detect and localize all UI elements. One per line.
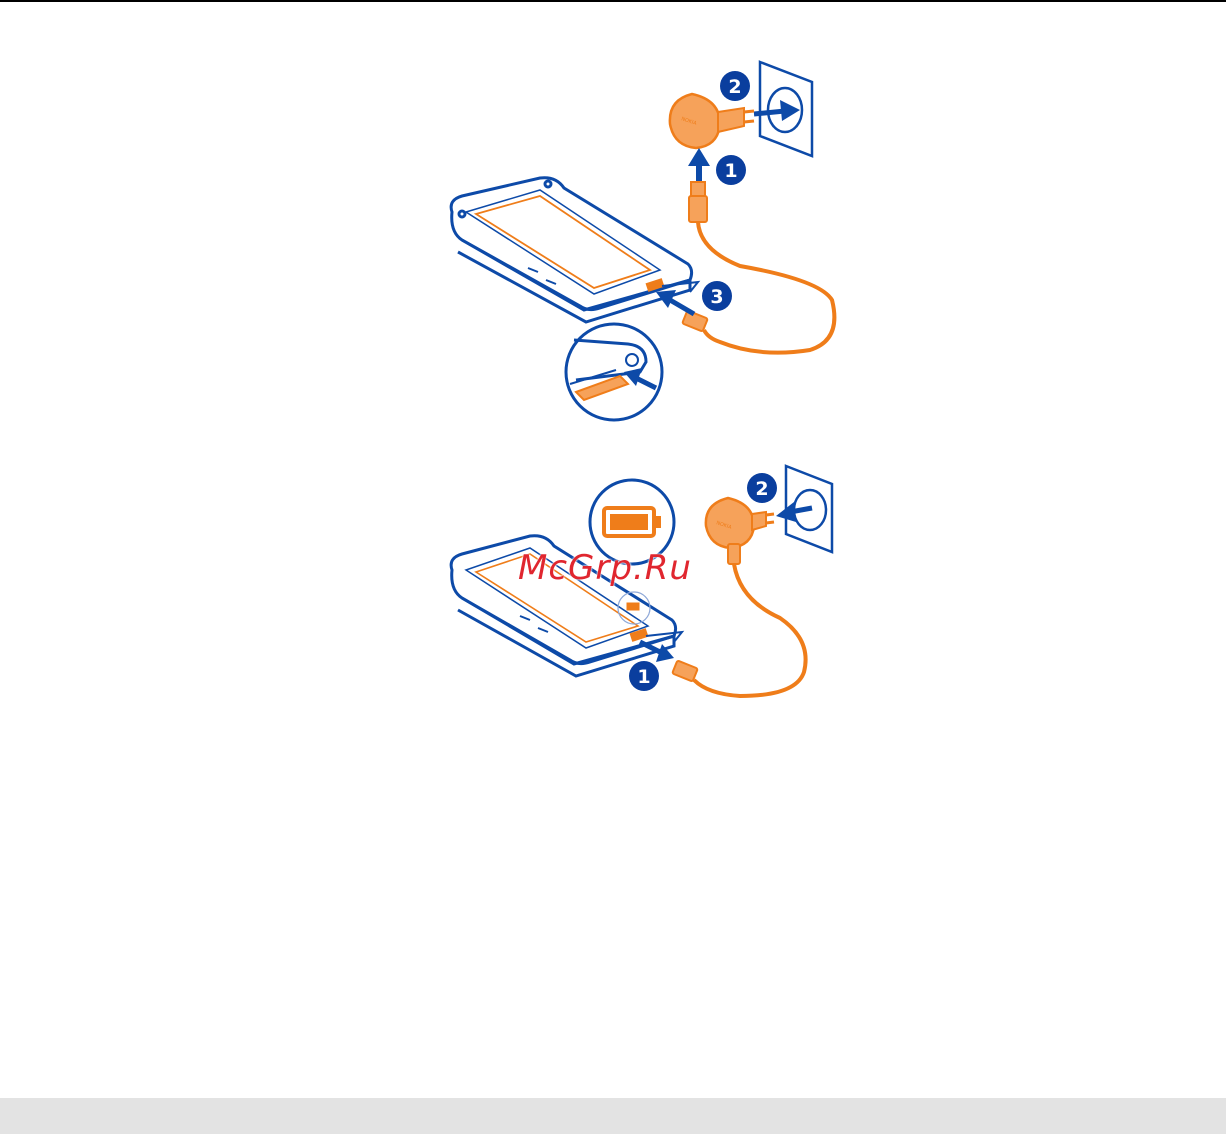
step-badge-1: 1 <box>716 155 746 185</box>
micro-usb-plug <box>672 660 698 681</box>
svg-text:2: 2 <box>755 478 768 500</box>
charger-adapter: NOKIA <box>706 498 774 548</box>
step-badge-1: 1 <box>629 661 659 691</box>
step-badge-3: 3 <box>702 281 732 311</box>
charger-cable <box>694 564 806 696</box>
arrow-out-of-socket-icon <box>776 502 812 522</box>
step-badge-2: 2 <box>747 473 777 503</box>
arrow-out-of-port-icon <box>640 642 674 662</box>
svg-text:3: 3 <box>710 286 723 308</box>
svg-text:1: 1 <box>637 666 650 688</box>
micro-usb-plug <box>682 310 708 331</box>
watermark-text: McGrp.Ru <box>518 548 692 588</box>
svg-text:1: 1 <box>724 160 737 182</box>
arrow-into-charger-icon <box>688 148 710 182</box>
svg-text:2: 2 <box>728 76 741 98</box>
usb-plug-large <box>689 182 707 222</box>
charger-adapter: NOKIA <box>670 94 754 148</box>
figure-connect: NOKIA <box>451 62 834 420</box>
usb-plug-small <box>728 544 740 564</box>
footer-band <box>0 1098 1226 1134</box>
port-detail-zoom <box>566 324 662 420</box>
phone-device <box>451 178 698 322</box>
step-badge-2: 2 <box>720 71 750 101</box>
